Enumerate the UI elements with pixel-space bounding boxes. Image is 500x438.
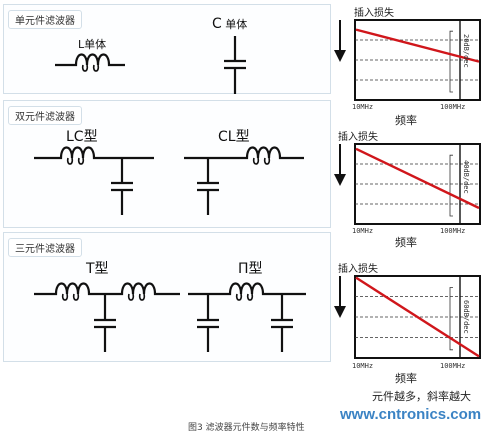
chart2-y-arrow	[334, 144, 346, 186]
chart3-slope: 60dB/dec	[462, 300, 470, 334]
double-element-panel: 双元件滤波器	[3, 100, 331, 228]
conclusion-note: 元件越多，斜率越大	[372, 390, 471, 403]
c-text: 单体	[225, 18, 248, 31]
chart3-x-start: 10MHz	[352, 362, 374, 370]
chart1-y-arrow	[334, 20, 346, 62]
chart2-xlabel: 频率	[395, 236, 417, 249]
chart2-x-start: 10MHz	[352, 227, 374, 235]
chart3-ylabel: 插入损失	[338, 264, 378, 275]
chart3-plot	[354, 275, 481, 359]
chart3-y-arrow	[334, 276, 346, 318]
c-single-circuit	[224, 36, 246, 94]
watermark: www.cntronics.com	[340, 406, 482, 423]
l-single-label: L单体	[78, 38, 107, 51]
triple-element-panel: 三元件滤波器	[3, 232, 331, 362]
chart2-plot	[354, 143, 481, 225]
chart3-x-end: 100MHz	[440, 362, 466, 370]
chart1-x-start: 10MHz	[352, 103, 374, 111]
insertion-loss-line	[355, 147, 480, 210]
chart3-xlabel: 频率	[395, 372, 417, 385]
chart1-x-end: 100MHz	[440, 103, 466, 111]
chart2-x-end: 100MHz	[440, 227, 466, 235]
cl-label: CL型	[218, 129, 250, 145]
chart1-slope: 20dB/dec	[462, 34, 470, 68]
slope-bracket	[449, 287, 453, 351]
chart2-slope: 40dB/dec	[462, 160, 470, 194]
section-title: 三元件滤波器	[8, 238, 82, 257]
single-element-panel: 单元件滤波器	[3, 4, 331, 94]
section-title: 双元件滤波器	[8, 106, 82, 125]
l-single-circuit	[55, 53, 125, 72]
lc-label: LC型	[66, 129, 98, 145]
insertion-loss-line	[355, 276, 480, 358]
chart1-xlabel: 频率	[395, 114, 417, 127]
pi-circuit	[188, 282, 306, 352]
t-label: T型	[86, 261, 109, 277]
section-title: 单元件滤波器	[8, 10, 82, 29]
slope-bracket	[449, 30, 453, 93]
chart1-plot	[354, 19, 481, 101]
pi-label: Π型	[238, 261, 263, 277]
figure-caption: 图3 滤波器元件数与频率特性	[188, 423, 305, 433]
chart2-ylabel: 插入损失	[338, 132, 378, 143]
c-letter: C	[212, 16, 222, 32]
cl-circuit	[184, 146, 304, 215]
insertion-loss-line	[355, 28, 480, 63]
slope-bracket	[449, 154, 453, 217]
c-single-label: C 单体	[212, 16, 247, 32]
lc-circuit	[34, 146, 154, 215]
chart1-ylabel: 插入损失	[354, 8, 394, 19]
t-circuit	[34, 282, 180, 352]
